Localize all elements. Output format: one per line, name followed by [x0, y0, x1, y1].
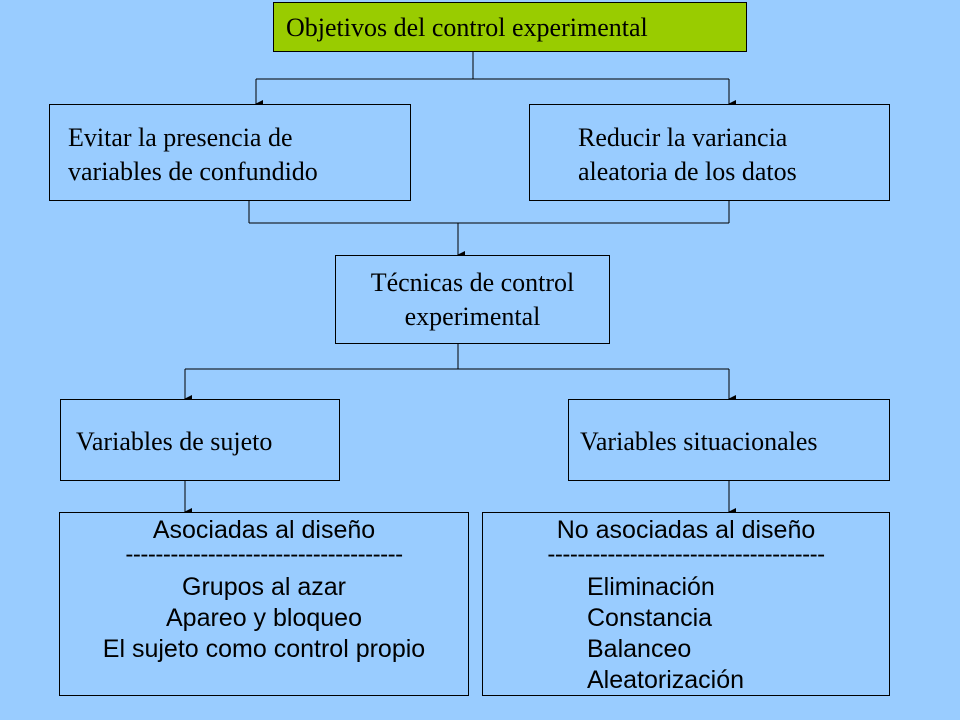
goal-variance-line-2: aleatoria de los datos: [578, 157, 797, 186]
non-associated-design-header: No asociadas al diseño: [556, 516, 816, 544]
goal-confounding-line-2: variables de confundido: [68, 157, 318, 186]
associated-design-item: El sujeto como control propio: [102, 635, 426, 663]
associated-design-item: Apareo y bloqueo: [166, 604, 362, 632]
associated-design-separator: -------------------------------------: [125, 546, 403, 564]
goal-confounding-node: Evitar la presencia de variables de conf…: [49, 104, 411, 201]
subject-variables-node: Variables de sujeto: [60, 399, 340, 481]
goal-variance-line-1: Reducir la variancia: [578, 123, 788, 152]
associated-design-node: Asociadas al diseño --------------------…: [59, 512, 469, 696]
situational-variables-node: Variables situacionales: [568, 399, 890, 481]
associated-design-item: Grupos al azar: [182, 573, 346, 601]
subject-variables-label: Variables de sujeto: [76, 427, 273, 456]
non-associated-design-separator: -------------------------------------: [547, 546, 825, 564]
techniques-line-2: experimental: [404, 302, 541, 331]
goal-confounding-line-1: Evitar la presencia de: [68, 123, 293, 152]
situational-variables-label: Variables situacionales: [580, 427, 818, 456]
goal-variance-node: Reducir la variancia aleatoria de los da…: [529, 104, 890, 201]
root-node: Objetivos del control experimental: [273, 2, 747, 52]
techniques-node: Técnicas de control experimental: [335, 255, 610, 344]
non-associated-design-item: Constancia: [587, 604, 713, 632]
non-associated-design-item: Aleatorización: [587, 666, 745, 694]
non-associated-design-list: Eliminación Constancia Balanceo Aleatori…: [483, 572, 889, 696]
non-associated-design-node: No asociadas al diseño -----------------…: [482, 512, 890, 696]
root-node-label: Objetivos del control experimental: [286, 13, 648, 42]
non-associated-design-item: Eliminación: [587, 573, 715, 601]
techniques-line-1: Técnicas de control: [370, 268, 575, 297]
associated-design-header: Asociadas al diseño: [152, 516, 376, 544]
non-associated-design-item: Balanceo: [587, 635, 692, 663]
